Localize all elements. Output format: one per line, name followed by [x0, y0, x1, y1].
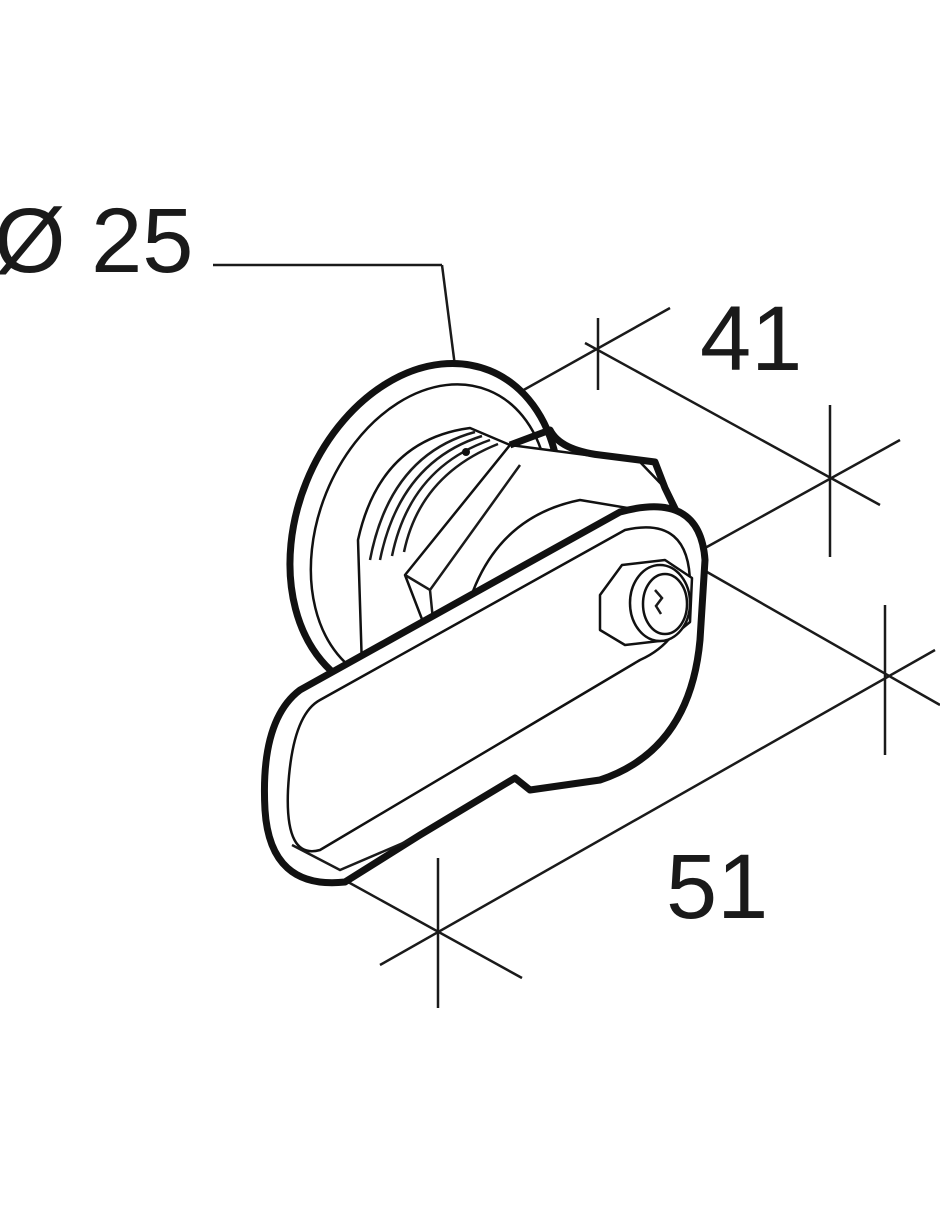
keyway-icon: [654, 589, 664, 615]
leader-dot: [462, 448, 470, 456]
dimension-diameter-label: Ø 25: [0, 190, 193, 292]
nut-body: [508, 426, 704, 562]
extension-line-41-top: [519, 306, 671, 394]
extension-line-41-bottom: [704, 438, 901, 550]
key-face: [641, 572, 689, 636]
dimension-41-label: 41: [700, 288, 802, 390]
dimension-51-label: 51: [666, 836, 768, 938]
dimension-lines: [213, 263, 940, 1008]
handle-edge: [291, 838, 411, 872]
cam-lock-body: [260, 359, 709, 887]
extension-line-51-right: [699, 566, 940, 707]
dimension-line-51: [379, 648, 936, 967]
cam-handle-top: [286, 526, 692, 853]
